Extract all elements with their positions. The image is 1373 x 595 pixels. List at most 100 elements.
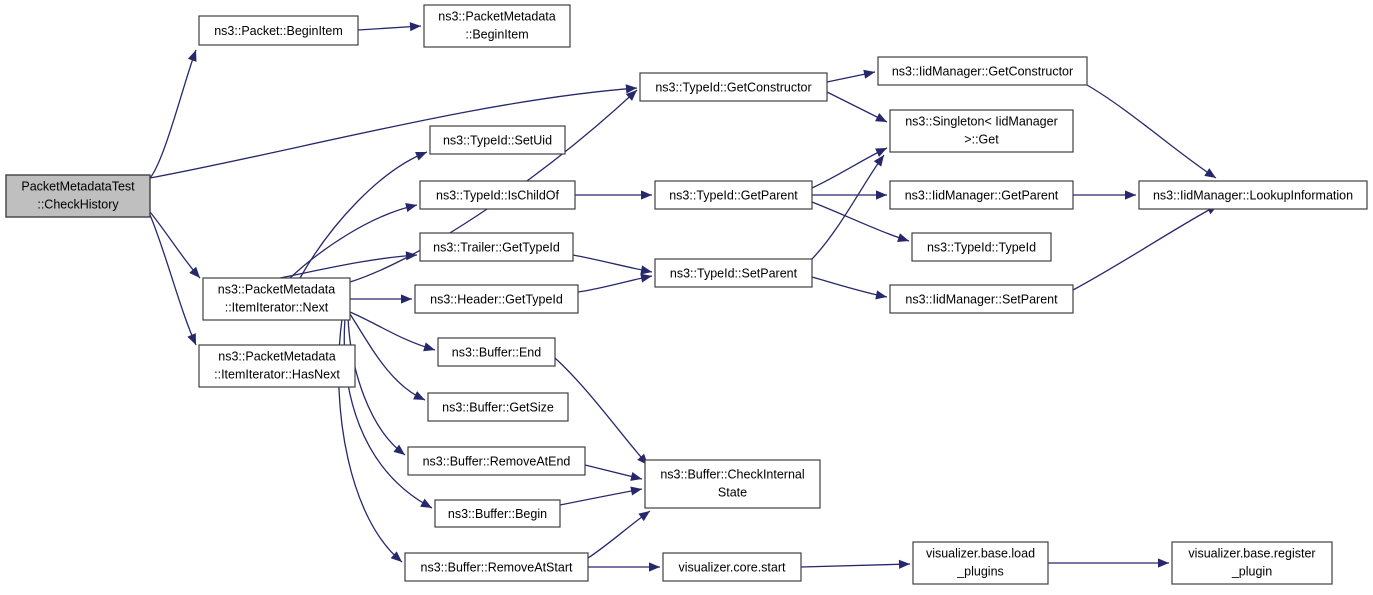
node-header_gettid[interactable]: ns3::Header::GetTypeId (414, 284, 579, 314)
edge-pm_next-to-tid_ischildof (289, 203, 418, 279)
node-box-pm_hasnext[interactable] (198, 344, 356, 388)
node-box-tid_getctor[interactable] (639, 72, 828, 102)
node-vis_core_start[interactable]: visualizer.core.start (662, 552, 802, 582)
node-box-buffer_end[interactable] (437, 337, 556, 367)
arrow-head-icon (405, 203, 417, 212)
node-box-tid_tid[interactable] (911, 232, 1052, 262)
node-box-iid_getctor[interactable] (877, 56, 1088, 86)
arrow-head-icon (630, 486, 642, 496)
node-buffer_end[interactable]: ns3::Buffer::End (437, 337, 556, 367)
node-box-vis_core_start[interactable] (662, 552, 802, 582)
node-tid_getparent[interactable]: ns3::TypeId::GetParent (654, 180, 813, 210)
node-box-iid_setparent[interactable] (889, 284, 1074, 314)
edge-trailer_gettid-to-tid_setparent (572, 254, 653, 275)
node-buffer_begin[interactable]: ns3::Buffer::Begin (434, 499, 561, 528)
node-box-pm_begin[interactable] (423, 4, 571, 48)
arrow-head-icon (189, 266, 200, 278)
node-tid_setparent[interactable]: ns3::TypeId::SetParent (654, 258, 813, 288)
node-box-buffer_rmend[interactable] (407, 446, 586, 476)
arrow-head-icon (875, 290, 887, 300)
node-box-vis_load[interactable] (912, 541, 1049, 585)
arrow-head-icon (420, 498, 432, 508)
arrow-head-icon (390, 551, 402, 562)
arrow-head-icon (1204, 168, 1216, 178)
edge-pm_next-to-buffer_rmend (347, 315, 406, 456)
arrow-head-icon (625, 90, 637, 101)
edge-iid_setparent-to-iid_lookup (1072, 204, 1219, 291)
edge-pkt_begin-to-pm_begin (357, 22, 422, 32)
edge-root-to-pm_hasnext (149, 214, 197, 346)
node-singleton_get[interactable]: ns3::Singleton< IidManager>::Get (889, 109, 1074, 153)
node-box-buffer_rmstart[interactable] (404, 552, 589, 582)
node-box-root[interactable] (5, 174, 151, 218)
node-box-header_gettid[interactable] (414, 284, 579, 314)
arrow-head-icon (401, 294, 412, 304)
node-buffer_rmstart[interactable]: ns3::Buffer::RemoveAtStart (404, 552, 589, 582)
edge-tid_setparent-to-iid_setparent (811, 276, 888, 300)
arrow-head-icon (898, 559, 910, 569)
edge-root-to-pkt_begin (149, 49, 197, 179)
node-box-trailer_gettid[interactable] (419, 232, 574, 262)
node-box-tid_setuid[interactable] (429, 125, 566, 155)
arrow-head-icon (640, 265, 652, 275)
arrow-head-icon (641, 190, 652, 200)
node-tid_getctor[interactable]: ns3::TypeId::GetConstructor (639, 72, 828, 102)
edge-vis_core_start-to-vis_load (800, 559, 911, 569)
node-pkt_begin[interactable]: ns3::Packet::BeginItem (198, 15, 359, 46)
node-box-singleton_get[interactable] (889, 109, 1074, 153)
edge-root-to-pm_next (149, 211, 201, 279)
edge-tid_getparent-to-tid_tid (811, 201, 910, 242)
node-tid_ischildof[interactable]: ns3::TypeId::IsChildOf (419, 180, 576, 210)
node-buffer_rmend[interactable]: ns3::Buffer::RemoveAtEnd (407, 446, 586, 476)
node-box-tid_setparent[interactable] (654, 258, 813, 288)
edge-pm_next-to-trailer_gettid (279, 251, 418, 279)
arrow-head-icon (873, 155, 884, 167)
edge-iid_getctor-to-iid_lookup (1086, 84, 1217, 179)
node-buffer_getsize[interactable]: ns3::Buffer::GetSize (427, 392, 569, 422)
node-vis_register[interactable]: visualizer.base.register_plugin (1171, 541, 1333, 585)
arrow-head-icon (875, 112, 887, 122)
node-root[interactable]: PacketMetadataTest::CheckHistory (5, 174, 151, 218)
node-tid_setuid[interactable]: ns3::TypeId::SetUid (429, 125, 566, 155)
edge-tid_getctor-to-singleton_get (826, 91, 888, 123)
arrow-head-icon (649, 562, 660, 572)
node-box-vis_register[interactable] (1171, 541, 1333, 585)
edge-pm_next-to-buffer_begin (343, 317, 433, 509)
node-box-iid_lookup[interactable] (1138, 180, 1368, 210)
node-pm_begin[interactable]: ns3::PacketMetadata::BeginItem (423, 4, 571, 48)
arrow-head-icon (187, 333, 196, 345)
nodes-layer: PacketMetadataTest::CheckHistoryns3::Pac… (5, 4, 1368, 585)
node-vis_load[interactable]: visualizer.base.load_plugins (912, 541, 1049, 585)
node-box-tid_ischildof[interactable] (419, 180, 576, 210)
node-box-pm_next[interactable] (202, 277, 351, 321)
node-box-iid_getparent[interactable] (889, 180, 1074, 210)
edge-iid_getparent-to-iid_lookup (1073, 190, 1136, 200)
arrow-head-icon (876, 190, 887, 200)
node-tid_tid[interactable]: ns3::TypeId::TypeId (911, 232, 1052, 262)
node-box-tid_getparent[interactable] (654, 180, 813, 210)
node-box-buffer_check[interactable] (644, 459, 821, 509)
edge-tid_ischildof-to-tid_getparent (575, 190, 652, 200)
arrow-head-icon (415, 151, 427, 161)
node-box-buffer_begin[interactable] (434, 499, 561, 528)
arrow-head-icon (640, 273, 652, 283)
node-iid_lookup[interactable]: ns3::IidManager::LookupInformation (1138, 180, 1368, 210)
node-pm_hasnext[interactable]: ns3::PacketMetadata::ItemIterator::HasNe… (198, 344, 356, 388)
edge-buffer_begin-to-buffer_check (559, 486, 643, 506)
arrow-head-icon (638, 511, 650, 522)
node-iid_getparent[interactable]: ns3::IidManager::GetParent (889, 180, 1074, 210)
node-trailer_gettid[interactable]: ns3::Trailer::GetTypeId (419, 232, 574, 262)
arrow-head-icon (625, 84, 637, 94)
edge-tid_getparent-to-iid_getparent (812, 190, 887, 200)
edge-vis_load-to-vis_register (1048, 558, 1169, 568)
edge-pm_next-to-buffer_getsize (349, 313, 426, 401)
edges-layer (149, 22, 1219, 572)
node-pm_next[interactable]: ns3::PacketMetadata::ItemIterator::Next (202, 277, 351, 321)
node-box-pkt_begin[interactable] (198, 15, 359, 46)
node-iid_getctor[interactable]: ns3::IidManager::GetConstructor (877, 56, 1088, 86)
node-box-buffer_getsize[interactable] (427, 392, 569, 422)
arrow-head-icon (187, 50, 197, 62)
arrow-head-icon (409, 22, 421, 32)
node-iid_setparent[interactable]: ns3::IidManager::SetParent (889, 284, 1074, 314)
